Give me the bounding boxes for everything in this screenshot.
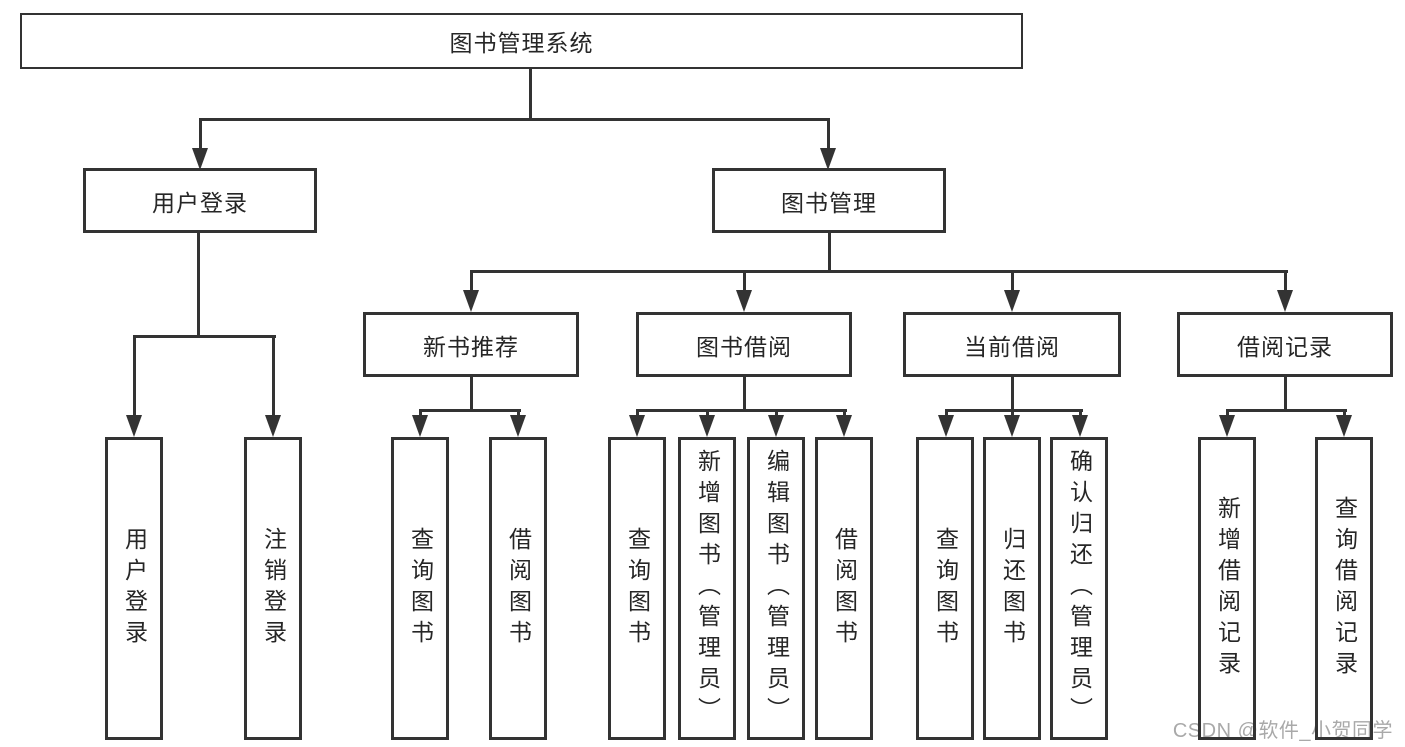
arrowhead-down-icon: [1004, 290, 1020, 312]
leaf-add-books-admin: 新增图书（管理员）: [678, 437, 736, 740]
arrowhead-down-icon: [1004, 415, 1020, 437]
leaf-label: 查询图书: [407, 526, 434, 651]
connector-book-borrow-rail: [637, 409, 847, 412]
connector-arrow-stem: [843, 409, 846, 419]
connector-arrow-stem: [827, 118, 830, 150]
arrowhead-down-icon: [768, 415, 784, 437]
leaf-query-books-current: 查询图书: [916, 437, 974, 740]
leaf-borrow-books-recommend: 借阅图书: [489, 437, 547, 740]
connector-arrow-stem: [272, 335, 275, 417]
node-book-management: 图书管理: [712, 168, 946, 233]
connector-arrow-stem: [1226, 409, 1229, 419]
arrowhead-down-icon: [699, 415, 715, 437]
leaf-user-login: 用户登录: [105, 437, 163, 740]
arrowhead-down-icon: [1336, 415, 1352, 437]
leaf-borrow-books: 借阅图书: [815, 437, 873, 740]
arrowhead-down-icon: [265, 415, 281, 437]
node-label: 借阅记录: [1237, 333, 1333, 360]
leaf-label: 查询借阅记录: [1331, 495, 1358, 682]
leaf-edit-books-admin: 编辑图书（管理员）: [747, 437, 805, 740]
connector-borrow-record-rail: [1227, 409, 1347, 412]
connector-root-stem: [529, 69, 532, 120]
arrowhead-down-icon: [412, 415, 428, 437]
connector-book-mgmt-rail: [471, 270, 1288, 273]
arrowhead-down-icon: [510, 415, 526, 437]
connector-user-login-stem: [197, 232, 200, 335]
node-label: 用户登录: [152, 189, 248, 216]
connector-root-rail: [199, 118, 830, 121]
connector-arrow-stem: [199, 118, 202, 150]
leaf-return-books: 归还图书: [983, 437, 1041, 740]
connector-arrow-stem: [945, 409, 948, 419]
arrowhead-down-icon: [126, 415, 142, 437]
node-label: 图书借阅: [696, 333, 792, 360]
node-user-login-group: 用户登录: [83, 168, 317, 233]
connector-book-mgmt-stem: [828, 232, 831, 272]
arrowhead-down-icon: [629, 415, 645, 437]
leaf-logout: 注销登录: [244, 437, 302, 740]
connector-book-borrow-stem: [743, 375, 746, 411]
leaf-confirm-return-admin: 确认归还（管理员）: [1050, 437, 1108, 740]
node-library-management-system: 图书管理系统: [20, 13, 1023, 69]
arrowhead-down-icon: [736, 290, 752, 312]
leaf-label: 新增借阅记录: [1214, 495, 1241, 682]
connector-current-borrow-stem: [1011, 375, 1014, 411]
node-book-borrowing: 图书借阅: [636, 312, 852, 377]
leaf-label: 归还图书: [999, 526, 1026, 651]
leaf-label: 查询图书: [624, 526, 651, 651]
connector-arrow-stem: [1284, 270, 1287, 292]
leaf-query-borrow-record: 查询借阅记录: [1315, 437, 1373, 740]
connector-arrow-stem: [133, 335, 136, 417]
arrowhead-down-icon: [1277, 290, 1293, 312]
leaf-label: 借阅图书: [831, 526, 858, 651]
node-new-book-recommendation: 新书推荐: [363, 312, 579, 377]
arrowhead-down-icon: [463, 290, 479, 312]
connector-arrow-stem: [636, 409, 639, 419]
connector-borrow-record-stem: [1284, 375, 1287, 411]
connector-arrow-stem: [1343, 409, 1346, 419]
node-label: 新书推荐: [423, 333, 519, 360]
connector-arrow-stem: [1011, 409, 1014, 419]
leaf-add-borrow-record: 新增借阅记录: [1198, 437, 1256, 740]
connector-user-login-rail: [133, 335, 276, 338]
leaf-query-books-recommend: 查询图书: [391, 437, 449, 740]
node-label: 图书管理系统: [449, 30, 594, 56]
leaf-label: 编辑图书（管理员）: [763, 449, 790, 728]
leaf-label: 新增图书（管理员）: [694, 449, 721, 728]
arrowhead-down-icon: [1072, 415, 1088, 437]
leaf-label: 借阅图书: [505, 526, 532, 651]
leaf-label: 用户登录: [121, 526, 148, 651]
arrowhead-down-icon: [1219, 415, 1235, 437]
node-label: 当前借阅: [964, 333, 1060, 360]
connector-new-book-rail: [420, 409, 521, 412]
connector-arrow-stem: [1011, 270, 1014, 292]
connector-arrow-stem: [419, 409, 422, 419]
arrowhead-down-icon: [820, 148, 836, 170]
arrowhead-down-icon: [938, 415, 954, 437]
node-current-borrowing: 当前借阅: [903, 312, 1121, 377]
connector-current-borrow-rail: [946, 409, 1083, 412]
leaf-label: 确认归还（管理员）: [1066, 449, 1093, 728]
leaf-label: 注销登录: [260, 526, 287, 651]
connector-new-book-stem: [470, 375, 473, 411]
node-label: 图书管理: [781, 189, 877, 216]
leaf-query-books-borrow: 查询图书: [608, 437, 666, 740]
arrowhead-down-icon: [836, 415, 852, 437]
connector-arrow-stem: [743, 270, 746, 292]
leaf-label: 查询图书: [932, 526, 959, 651]
connector-arrow-stem: [775, 409, 778, 419]
connector-arrow-stem: [470, 270, 473, 292]
arrowhead-down-icon: [192, 148, 208, 170]
connector-arrow-stem: [517, 409, 520, 419]
watermark: CSDN @软件_小贺同学: [1172, 720, 1393, 742]
node-borrowing-records: 借阅记录: [1177, 312, 1393, 377]
connector-arrow-stem: [1079, 409, 1082, 419]
connector-arrow-stem: [706, 409, 709, 419]
